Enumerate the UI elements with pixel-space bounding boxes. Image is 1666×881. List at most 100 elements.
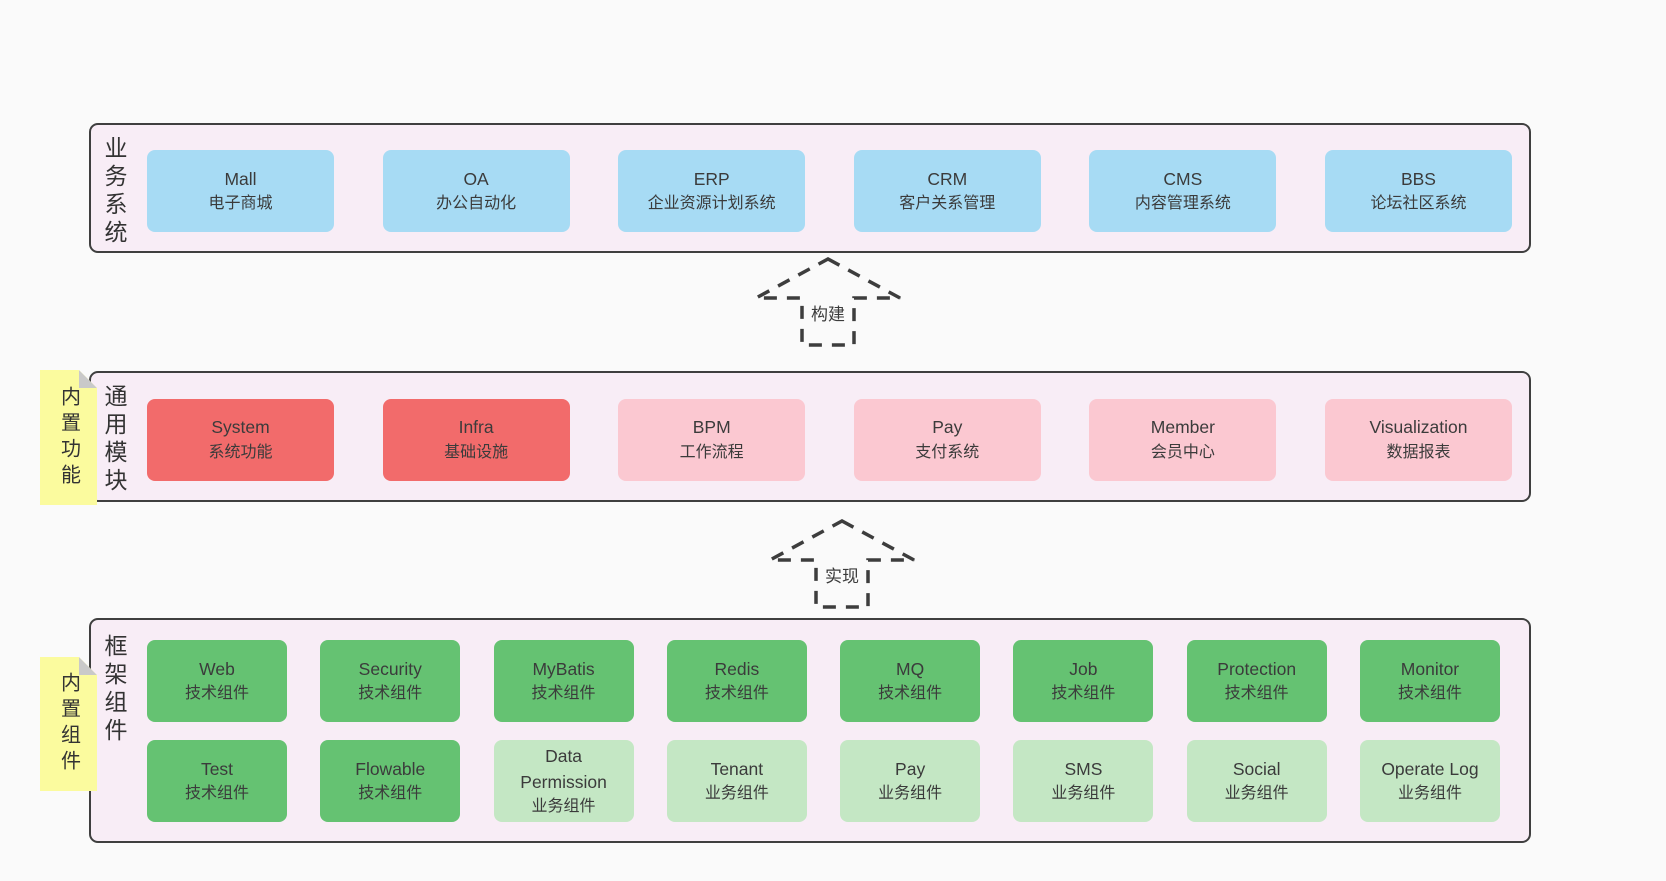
box-title: System — [211, 417, 270, 438]
box-operate-log: Operate Log 业务组件 — [1359, 740, 1500, 822]
box-title: Member — [1150, 417, 1215, 438]
box-subtitle: 工作流程 — [679, 443, 744, 461]
box-title: OA — [463, 168, 489, 189]
box-subtitle: 技术组件 — [704, 685, 769, 703]
box-erp: ERP 企业资源计划系统 — [618, 150, 806, 232]
box-title: Security — [358, 658, 422, 679]
implement-arrow: 实现 — [767, 518, 917, 610]
box-subtitle: 业务组件 — [1224, 785, 1289, 803]
box-security: Security 技术组件 — [320, 640, 461, 722]
common-modules-label: 通用模块 — [101, 384, 127, 496]
box-title: Monitor — [1400, 658, 1460, 679]
box-title: Job — [1069, 658, 1098, 679]
box-redis: Redis 技术组件 — [666, 640, 807, 722]
box-subtitle: 电子商城 — [208, 195, 273, 213]
builtin-features-note: 内置功能 — [40, 370, 97, 505]
business-boxes-row: Mall 电子商城 OA 办公自动化 ERP 企业资源计划系统 CRM 客户关系管理 CMS 内容… — [147, 150, 1512, 232]
box-subtitle: 企业资源计划系统 — [647, 195, 776, 213]
box-bpm: BPM 工作流程 — [618, 398, 806, 481]
build-arrow: 构建 — [753, 256, 903, 348]
box-title: Visualization — [1369, 417, 1468, 438]
box-subtitle: 技术组件 — [531, 685, 596, 703]
box-title: ERP — [693, 168, 730, 189]
box-subtitle: 基础设施 — [444, 443, 509, 461]
box-title: Web — [199, 658, 235, 679]
box-title: BPM — [692, 417, 731, 438]
box-subtitle: 会员中心 — [1150, 443, 1215, 461]
box-title: Redis — [714, 658, 760, 679]
box-crm: CRM 客户关系管理 — [853, 150, 1041, 232]
box-monitor: Monitor 技术组件 — [1359, 640, 1500, 722]
box-title: Pay — [895, 758, 926, 779]
builtin-components-note: 内置组件 — [40, 657, 97, 791]
box-title: MQ — [896, 658, 925, 679]
box-title: CRM — [927, 168, 968, 189]
box-mybatis: MyBatis 技术组件 — [493, 640, 634, 722]
builtin-features-label: 内置功能 — [57, 385, 80, 490]
box-protection: Protection 技术组件 — [1186, 640, 1327, 722]
box-title: Mall — [224, 168, 257, 189]
box-mq: MQ 技术组件 — [840, 640, 981, 722]
box-member: Member 会员中心 — [1089, 398, 1277, 481]
box-subtitle: 论坛社区系统 — [1370, 195, 1467, 213]
box-web: Web 技术组件 — [147, 640, 287, 722]
box-bbs: BBS 论坛社区系统 — [1324, 150, 1512, 232]
box-title: CMS — [1163, 168, 1203, 189]
box-infra: Infra 基础设施 — [382, 398, 570, 481]
fold-corner-icon — [79, 657, 97, 675]
box-subtitle: 技术组件 — [1051, 685, 1116, 703]
box-job: Job 技术组件 — [1013, 640, 1154, 722]
box-subtitle: 支付系统 — [915, 443, 980, 461]
implement-arrow-label: 实现 — [822, 562, 862, 587]
box-title: Operate Log — [1381, 758, 1479, 779]
box-subtitle: 技术组件 — [184, 785, 249, 803]
box-subtitle: 内容管理系统 — [1134, 195, 1231, 213]
box-oa: OA 办公自动化 — [382, 150, 570, 232]
box-title: BBS — [1400, 168, 1436, 189]
box-subtitle: 业务组件 — [1397, 785, 1462, 803]
box-title: Flowable — [355, 758, 426, 779]
box-title: Data Permission — [520, 745, 607, 792]
box-subtitle: 办公自动化 — [436, 195, 517, 213]
box-social: Social 业务组件 — [1186, 740, 1327, 822]
box-subtitle: 技术组件 — [184, 685, 249, 703]
box-system: System 系统功能 — [147, 398, 334, 481]
box-flowable: Flowable 技术组件 — [320, 740, 461, 822]
business-systems-label: 业务系统 — [101, 136, 127, 248]
framework-components-label: 框架组件 — [101, 634, 127, 746]
box-title: SMS — [1064, 758, 1103, 779]
box-title: Infra — [458, 417, 494, 438]
box-subtitle: 业务组件 — [704, 785, 769, 803]
builtin-components-label: 内置组件 — [57, 672, 80, 776]
build-arrow-label: 构建 — [808, 300, 848, 325]
box-subtitle: 客户关系管理 — [899, 195, 996, 213]
box-cms: CMS 内容管理系统 — [1089, 150, 1277, 232]
box-subtitle: 业务组件 — [1051, 785, 1116, 803]
box-subtitle: 技术组件 — [878, 685, 943, 703]
box-title: Social — [1232, 758, 1281, 779]
box-subtitle: 技术组件 — [1397, 685, 1462, 703]
box-title: Tenant — [710, 758, 764, 779]
fold-corner-icon — [79, 370, 97, 388]
box-mall: Mall 电子商城 — [147, 150, 334, 232]
box-subtitle: 技术组件 — [1224, 685, 1289, 703]
box-subtitle: 系统功能 — [208, 443, 273, 461]
box-title: MyBatis — [532, 658, 595, 679]
box-sms: SMS 业务组件 — [1013, 740, 1154, 822]
box-subtitle: 技术组件 — [358, 685, 423, 703]
box-title: Protection — [1217, 658, 1297, 679]
box-tenant: Tenant 业务组件 — [666, 740, 807, 822]
box-title: Test — [200, 758, 234, 779]
box-subtitle: 技术组件 — [358, 785, 423, 803]
business-systems-section: 业务系统 Mall 电子商城 OA 办公自动化 ERP 企业资源计划系统 CRM 客户关系管理… — [89, 123, 1531, 253]
